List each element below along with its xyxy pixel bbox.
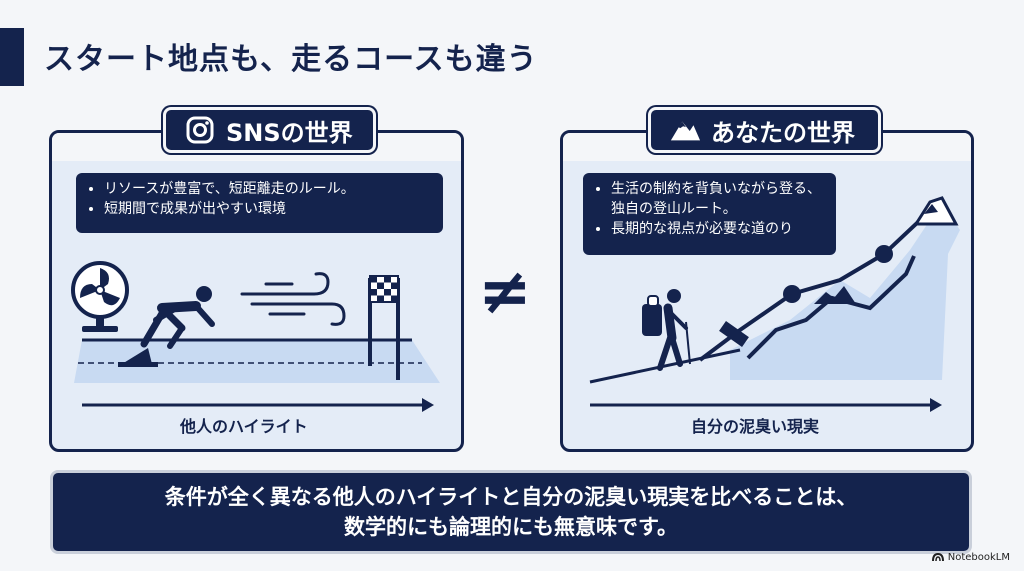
- mountain-icon: [669, 114, 701, 146]
- bullet-item: 生活の制約を背負いながら登る、独自の登山ルート。: [611, 179, 824, 219]
- sprint-scene-illustration: [71, 261, 440, 412]
- sns-world-bullets: リソースが豊富で、短距離走のルール。 短期間で成果が出やすい環境: [76, 173, 443, 233]
- title-accent-bar: [0, 28, 24, 86]
- small-peaks-icon: [814, 286, 856, 304]
- sns-world-heading: SNSの世界: [163, 107, 376, 153]
- milestone-dot: [783, 285, 801, 303]
- wind-icon: [240, 272, 346, 326]
- others-highlight-label: 他人のハイライト: [180, 417, 308, 436]
- mountain-climb-illustration: [589, 196, 960, 412]
- your-world-bullets: 生活の制約を背負いながら登る、独自の登山ルート。 長期的な視点が必要な道のり: [583, 173, 836, 255]
- not-equal-symbol: ≠: [478, 255, 532, 329]
- time-arrow: [82, 398, 434, 412]
- conclusion-line-2: 数学的にも論理的にも無意味です。: [344, 515, 678, 539]
- milestone-dot: [875, 245, 893, 263]
- finish-line-icon: [368, 275, 400, 380]
- hiker-icon: [642, 289, 691, 371]
- conclusion-box: 条件が全く異なる他人のハイライトと自分の泥臭い現実を比べることは、 数学的にも論…: [50, 470, 972, 554]
- brand-name: NotebookLM: [947, 551, 1010, 563]
- fan-icon: [71, 261, 129, 332]
- bullet-item: リソースが豊富で、短距離走のルール。: [104, 179, 431, 199]
- conclusion-line-1: 条件が全く異なる他人のハイライトと自分の泥臭い現実を比べることは、: [164, 485, 858, 509]
- bullet-item: 短期間で成果が出やすい環境: [104, 199, 431, 219]
- starting-block-icon: [118, 348, 158, 367]
- notebooklm-logo-icon: [931, 552, 944, 562]
- sprinter-icon: [140, 286, 215, 349]
- bullet-item: 長期的な視点が必要な道のり: [611, 219, 824, 239]
- time-arrow: [590, 398, 942, 412]
- mountain-peak-icon: [913, 196, 959, 226]
- running-track: [74, 340, 440, 383]
- your-reality-label: 自分の泥臭い現実: [691, 417, 820, 436]
- obstacle-icon: [719, 321, 749, 347]
- your-world-heading: あなたの世界: [648, 107, 881, 153]
- brand-watermark: NotebookLM: [931, 551, 1010, 563]
- sns-world-heading-text: SNSの世界: [226, 118, 353, 147]
- instagram-icon: [184, 114, 216, 146]
- slide-title: スタート地点も、走るコースも違う: [44, 42, 538, 77]
- your-world-heading-text: あなたの世界: [711, 118, 855, 147]
